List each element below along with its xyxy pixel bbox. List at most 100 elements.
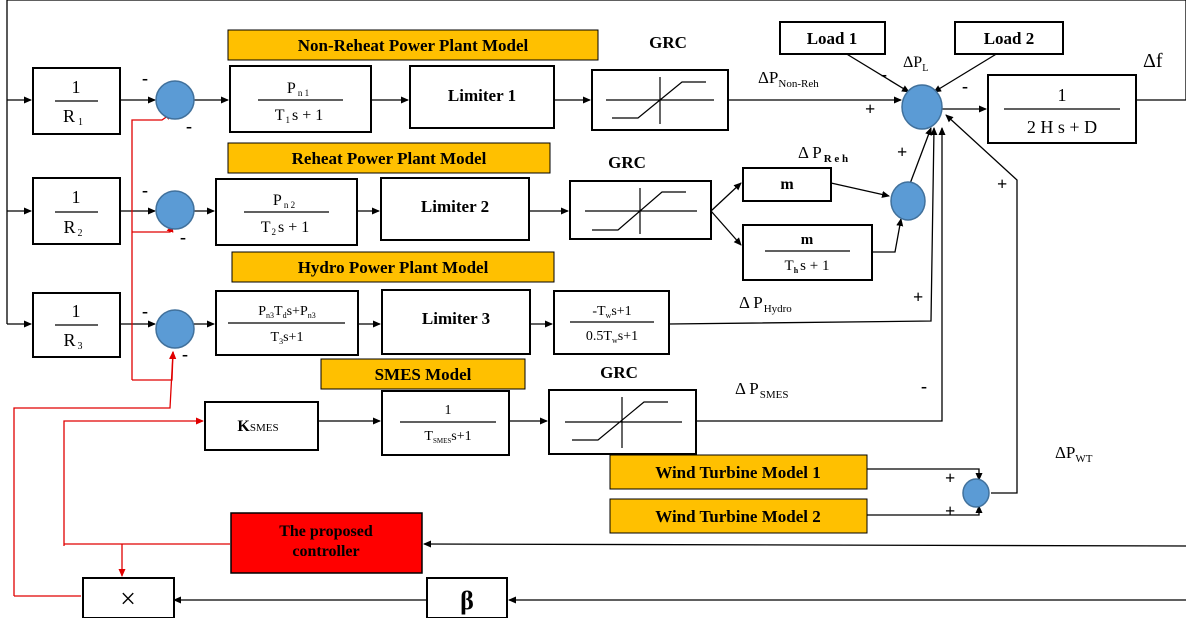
svg-text:R3: R3 <box>63 330 82 352</box>
svg-text:+: + <box>897 142 907 162</box>
svg-text:+: + <box>913 287 923 307</box>
svg-text:-: - <box>182 344 188 364</box>
model-title-non-reheat: Non-Reheat Power Plant Model <box>227 29 599 61</box>
svg-text:The proposed: The proposed <box>279 523 373 540</box>
grc-block-3 <box>548 389 697 455</box>
svg-text:1: 1 <box>445 403 452 418</box>
summing-junction-2 <box>155 190 195 230</box>
svg-text:-: - <box>142 301 148 321</box>
label-dp-hydro: Δ PHydro <box>739 293 792 315</box>
wind-turbine-model-2: Wind Turbine Model 2 <box>609 498 868 534</box>
sum-signs: - - - - - - + - - + + + - + + <box>142 64 1007 521</box>
svg-text:Reheat Power Plant Model: Reheat Power Plant Model <box>292 149 487 168</box>
limiter-3-block: Limiter 3 <box>381 289 531 355</box>
svg-text:Hydro Power Plant Model: Hydro Power Plant Model <box>298 258 489 277</box>
svg-text:Ths + 1: Ths + 1 <box>785 258 830 275</box>
svg-text:Load 2: Load 2 <box>984 29 1035 48</box>
summing-junction-reheat <box>890 181 926 221</box>
svg-text:-: - <box>142 68 148 88</box>
svg-text:R2: R2 <box>63 217 82 239</box>
svg-text:Non-Reheat Power Plant Model: Non-Reheat Power Plant Model <box>298 36 529 55</box>
svg-text:1: 1 <box>72 77 81 97</box>
multiplier-block: × <box>82 577 175 618</box>
svg-text:+: + <box>865 99 875 119</box>
grc-block-2 <box>569 180 712 240</box>
svg-text:1: 1 <box>72 187 81 207</box>
proposed-controller-block: The proposed controller <box>230 512 423 574</box>
svg-text:TSMESs+1: TSMESs+1 <box>424 429 471 445</box>
svg-text:-: - <box>921 376 927 396</box>
wind-turbine-model-1: Wind Turbine Model 1 <box>609 454 868 490</box>
svg-text:β: β <box>460 586 474 615</box>
limiter-2-block: Limiter 2 <box>380 177 530 241</box>
tf-water-turbine-block: -Tws+1 0.5Tws+1 <box>553 290 670 355</box>
svg-text:Pn 1: Pn 1 <box>287 80 309 98</box>
grc-label-3: GRC <box>600 363 638 382</box>
summing-junction-1 <box>155 80 195 120</box>
svg-text:Limiter 3: Limiter 3 <box>422 309 490 328</box>
svg-text:Limiter 1: Limiter 1 <box>448 86 516 105</box>
tf-smes-block: 1 TSMESs+1 <box>381 390 510 456</box>
limiter-1-block: Limiter 1 <box>409 65 555 129</box>
label-delta-f: Δf <box>1143 50 1163 72</box>
svg-text:+: + <box>997 174 1007 194</box>
label-dp-smes: Δ PSMES <box>735 379 788 401</box>
label-dp-non-reheat: ΔPNon-Reh <box>758 68 819 90</box>
summing-junction-3 <box>155 309 195 349</box>
grc-block-1 <box>591 69 729 131</box>
summing-junction-wind <box>962 478 990 508</box>
reheat-m-block: m <box>742 167 832 202</box>
svg-text:Pn3Tds+Pn3: Pn3Tds+Pn3 <box>258 304 316 320</box>
svg-text:T2s + 1: T2s + 1 <box>261 219 310 237</box>
svg-text:T1s + 1: T1s + 1 <box>275 107 324 125</box>
beta-gain-block: β <box>426 577 508 618</box>
label-dp-wt: ΔPWT <box>1055 443 1093 465</box>
summing-junction-main <box>901 84 943 130</box>
load-2-box: Load 2 <box>954 21 1064 55</box>
svg-text:-: - <box>186 116 192 136</box>
svg-text:-Tws+1: -Tws+1 <box>592 304 631 320</box>
svg-text:-: - <box>180 227 186 247</box>
ksmes-block: KSMES <box>204 401 319 451</box>
svg-text:-: - <box>142 180 148 200</box>
svg-text:R1: R1 <box>63 106 83 128</box>
grc-label-2: GRC <box>608 153 646 172</box>
svg-text:SMES Model: SMES Model <box>375 365 472 384</box>
model-title-smes: SMES Model <box>320 358 526 390</box>
svg-text:Wind Turbine Model 2: Wind Turbine Model 2 <box>655 507 821 526</box>
tf-power-system-block: 1 2 H s + D <box>987 74 1137 144</box>
label-dp-load: ΔPL <box>903 54 928 74</box>
svg-text:KSMES: KSMES <box>237 418 278 435</box>
svg-text:0.5Tws+1: 0.5Tws+1 <box>586 329 638 345</box>
svg-text:m: m <box>801 232 814 248</box>
svg-text:2 H s + D: 2 H s + D <box>1027 117 1097 137</box>
svg-text:m: m <box>780 176 794 193</box>
model-title-hydro: Hydro Power Plant Model <box>231 251 555 283</box>
svg-text:Wind Turbine Model 1: Wind Turbine Model 1 <box>655 463 821 482</box>
svg-text:+: + <box>945 501 955 521</box>
svg-text:controller: controller <box>292 543 359 560</box>
svg-text:1: 1 <box>1058 85 1067 105</box>
svg-text:×: × <box>120 584 136 615</box>
model-title-reheat: Reheat Power Plant Model <box>227 142 551 174</box>
svg-text:-: - <box>962 76 968 96</box>
svg-text:-: - <box>881 64 887 84</box>
svg-text:T3s+1: T3s+1 <box>271 330 304 346</box>
load-1-box: Load 1 <box>779 21 886 55</box>
grc-label-1: GRC <box>649 33 687 52</box>
signal-wires <box>6 0 1186 604</box>
svg-text:1: 1 <box>72 301 81 321</box>
svg-text:Load 1: Load 1 <box>807 29 858 48</box>
tf-hydro-block: Pn3Tds+Pn3 T3s+1 <box>215 290 359 356</box>
svg-text:Limiter 2: Limiter 2 <box>421 197 489 216</box>
svg-text:Pn 2: Pn 2 <box>273 192 295 210</box>
svg-text:+: + <box>945 468 955 488</box>
